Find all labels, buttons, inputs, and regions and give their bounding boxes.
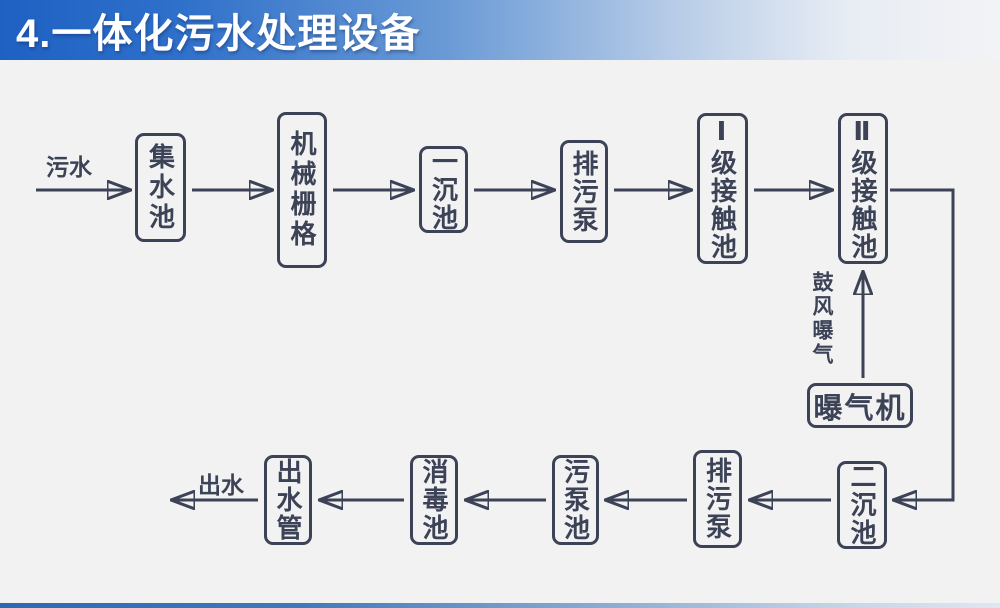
node-label: 集水池 <box>145 142 176 233</box>
node-label: 一沉池 <box>428 147 459 232</box>
node-label: 排污泵 <box>569 149 599 234</box>
page-title: 4.一体化污水处理设备 <box>16 12 421 56</box>
node-label: 曝气机 <box>813 392 907 425</box>
connector-contact2-to-secondary <box>890 188 955 500</box>
node-label: 机械栅格 <box>287 130 317 250</box>
node-outlet-pipe: 出水管 <box>264 455 312 545</box>
node-level-2-contact-tank: Ⅱ级接触池 <box>838 113 888 264</box>
outflow-label: 出水 <box>198 472 244 498</box>
node-mechanical-grid: 机械栅格 <box>277 112 327 268</box>
node-label: 二沉池 <box>847 463 877 547</box>
node-primary-sedimentation-tank: 一沉池 <box>419 146 468 233</box>
node-label: Ⅱ级接触池 <box>848 116 878 261</box>
node-label: Ⅰ级接触池 <box>707 116 738 261</box>
node-sewage-pump-2: 排污泵 <box>693 450 742 548</box>
inflow-label: 污水 <box>46 154 92 180</box>
node-sewage-pump-1: 排污泵 <box>560 140 608 243</box>
node-aerator: 曝气机 <box>807 383 913 428</box>
node-label: 出水管 <box>273 458 303 542</box>
slide-header: 4.一体化污水处理设备 <box>0 0 1000 60</box>
node-disinfection-tank: 消毒池 <box>410 455 458 545</box>
node-secondary-sedimentation-tank: 二沉池 <box>837 461 887 549</box>
node-sludge-pump-tank: 污泵池 <box>552 455 599 545</box>
node-collection-tank: 集水池 <box>135 133 186 242</box>
node-level-1-contact-tank: Ⅰ级接触池 <box>697 113 748 264</box>
aeration-label: 鼓风曝气 <box>810 271 833 367</box>
node-label: 消毒池 <box>419 458 449 542</box>
bottom-accent-bar <box>0 603 1000 608</box>
node-label: 排污泵 <box>702 457 733 541</box>
node-label: 污泵池 <box>560 458 591 542</box>
